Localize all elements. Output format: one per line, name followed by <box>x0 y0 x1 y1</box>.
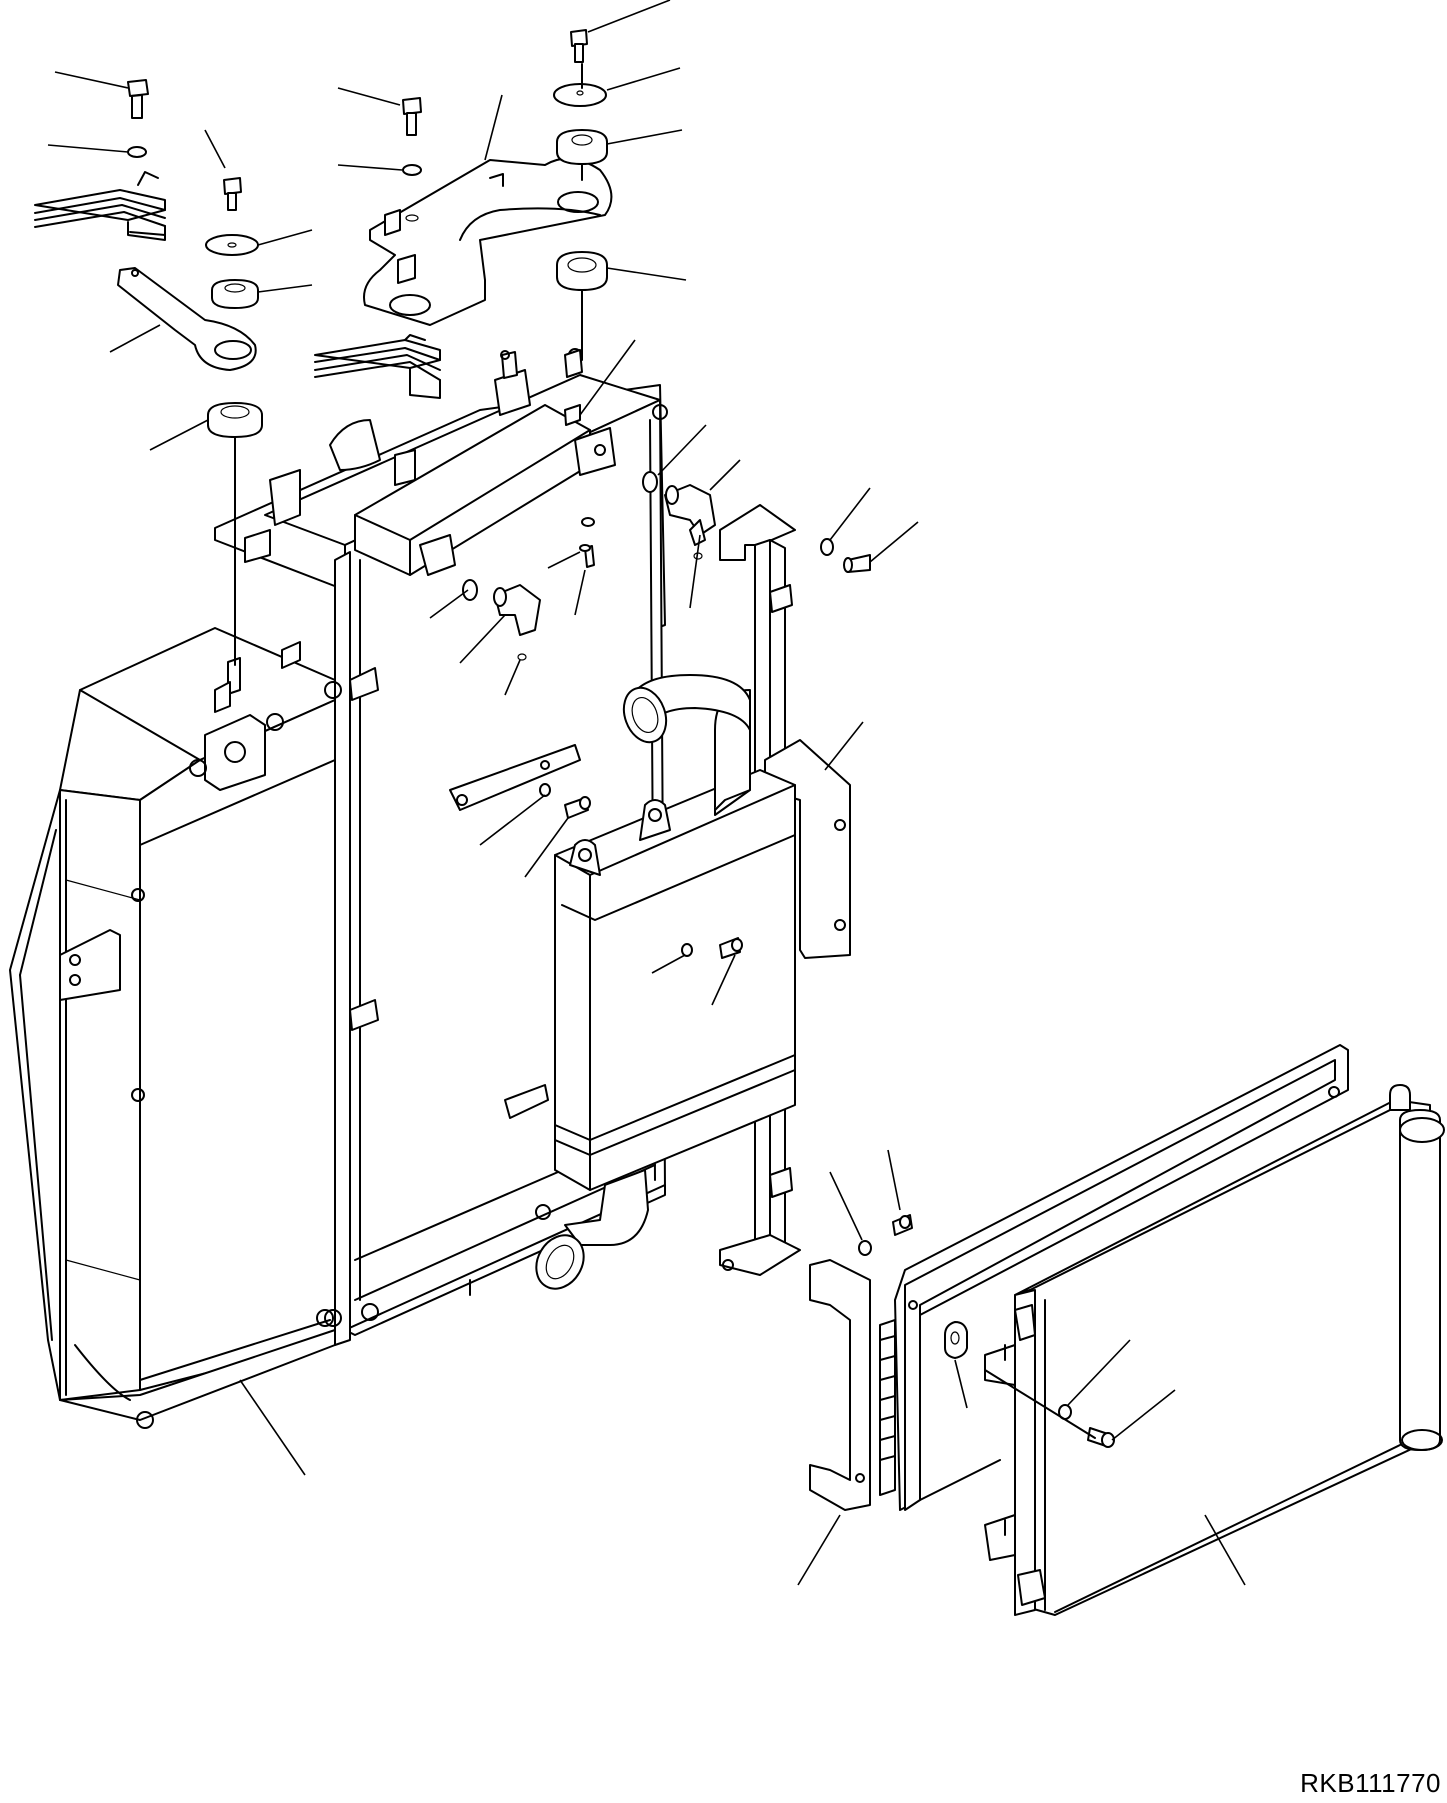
hose-fittings <box>462 471 871 959</box>
leader-lines <box>47 0 1246 1586</box>
condenser-assembly <box>809 1044 1445 1616</box>
manifold-tank <box>354 349 616 576</box>
top-right-mount-stack <box>553 29 608 361</box>
top-left-bracket-group <box>34 79 263 666</box>
aftercooler <box>535 674 796 1290</box>
stay-bar <box>449 744 581 811</box>
left-radiator <box>9 627 336 1429</box>
drawing-reference-code: RKB111770 <box>1300 1768 1441 1798</box>
